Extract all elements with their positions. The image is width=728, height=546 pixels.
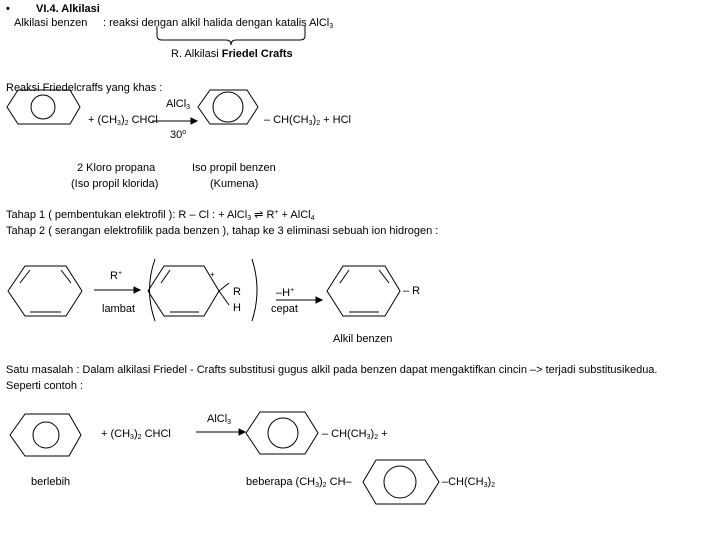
label-iso-propil-benzen: Iso propil benzen	[192, 162, 276, 174]
loss-label: –H+	[276, 287, 295, 299]
problem-line2: Seperti contoh :	[6, 380, 84, 392]
bracket-right	[251, 258, 258, 322]
bullet: •	[6, 3, 10, 15]
reaction2-product: – CH(CH3)2 +	[322, 428, 388, 441]
reaction1-product: – CH(CH3)2 + HCl	[264, 114, 351, 127]
problem-line1: Satu masalah : Dalam alkilasi Friedel - …	[6, 364, 658, 376]
reaction1-catalyst: AlCl3	[166, 98, 191, 111]
benzene-ring-start	[7, 265, 83, 317]
excess-label: berlebih	[31, 476, 71, 488]
label-kumena: (Kumena)	[210, 178, 259, 190]
electrophile: R+	[110, 270, 123, 282]
alkyl-benzene-ring	[326, 265, 401, 317]
brace	[156, 26, 306, 46]
group-h: H	[233, 302, 241, 314]
benzene-ring-product	[197, 89, 259, 125]
side-product-prefix: beberapa (CH3)2 CH–	[246, 476, 352, 489]
benzene-ring-monoalkyl	[245, 411, 319, 455]
step2: Tahap 2 ( serangan elektrofilik pada ben…	[6, 225, 439, 237]
intro-term: Alkilasi benzen	[14, 17, 88, 29]
intro-definition: : reaksi dengan alkil halida dengan kata…	[103, 17, 334, 30]
plus-charge: +	[210, 270, 215, 279]
sigma-complex-ring	[147, 265, 220, 317]
side-product-group: –CH(CH3)2	[442, 476, 496, 489]
reaction2-reagent: + (CH3)2 CHCl	[101, 428, 171, 441]
step1: Tahap 1 ( pembentukan elektrofil ): R – …	[6, 209, 315, 222]
benzene-ring-polyalkyl	[362, 459, 440, 505]
reaction1-reagent: + (CH3)2 CHCl	[88, 114, 158, 127]
benzene-ring-reactant	[6, 89, 81, 125]
bracket-left	[149, 258, 156, 322]
section-title: VI.4. Alkilasi	[36, 3, 100, 15]
slow-label: lambat	[102, 303, 136, 315]
alkil-benzen-label: Alkil benzen	[333, 333, 393, 345]
arrow-head	[190, 117, 199, 125]
reaction2-catalyst: AlCl3	[207, 413, 232, 426]
reaction1-title: Reaksi Friedelcraffs yang khas :	[6, 82, 163, 94]
group-r: R	[233, 286, 241, 298]
product-group: – R	[403, 285, 421, 297]
label-kloro-propana: 2 Kloro propana	[77, 162, 156, 174]
label-iso-propil-klorida: (Iso propil klorida)	[71, 178, 159, 190]
brace-label: R. Alkilasi Friedel Crafts	[171, 48, 293, 60]
benzene-ring-excess	[9, 413, 82, 457]
reaction1-temperature: 30o	[170, 129, 187, 141]
fast-label: cepat	[271, 303, 298, 315]
